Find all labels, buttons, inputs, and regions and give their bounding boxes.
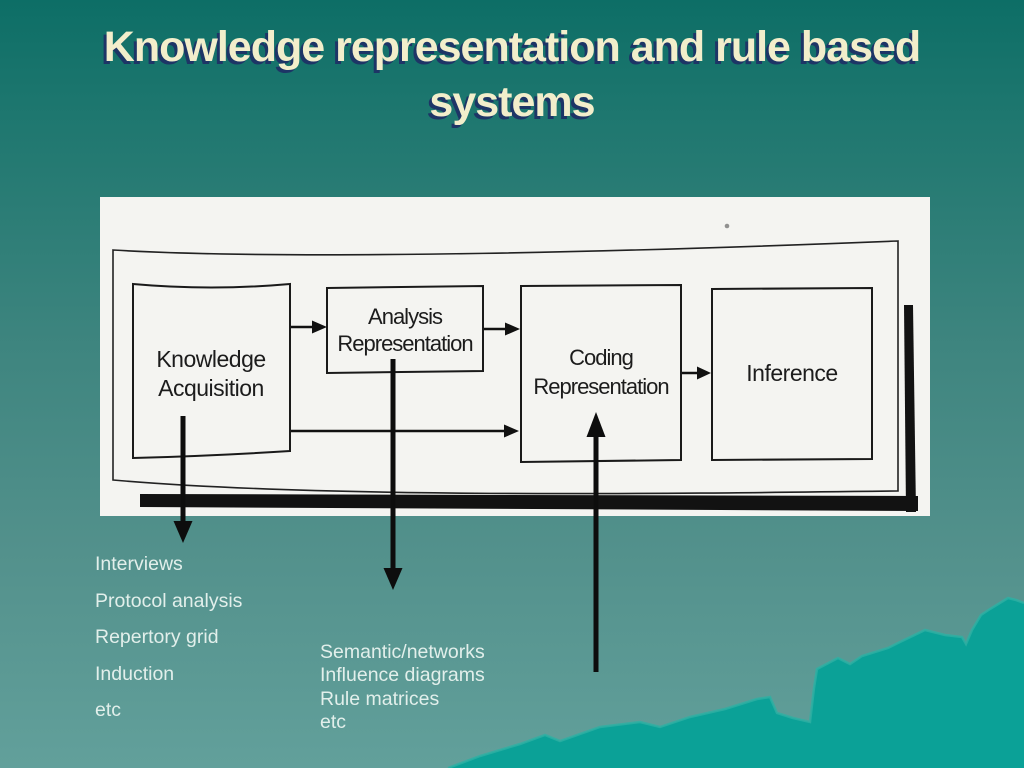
box-inference — [711, 286, 873, 462]
arrow-ka-bypass-to-coding — [291, 424, 519, 438]
list-item: Influence diagrams — [320, 664, 485, 687]
shadow-bar-horizontal — [140, 494, 918, 511]
label-coding: Coding — [569, 345, 633, 370]
arrow-analysis-to-coding — [484, 322, 520, 336]
slide-title: Knowledge representation and rule based … — [0, 20, 1024, 130]
list-item: Protocol analysis — [95, 589, 243, 612]
shadow-bar-vertical — [904, 305, 916, 512]
list-item: Induction — [95, 662, 175, 685]
label-knowledge: Knowledge — [156, 346, 265, 372]
title-line-1: Knowledge representation and rule based — [103, 23, 921, 71]
scanned-diagram: Knowledge Acquisition Analysis Represent… — [100, 197, 930, 516]
list-item: etc — [320, 711, 347, 734]
box-coding-representation — [520, 283, 682, 464]
list-item: Repertory grid — [95, 626, 219, 649]
arrow-coding-to-inference — [682, 366, 711, 380]
mountain-ridge-highlight — [447, 596, 1024, 768]
arrow-ka-to-analysis — [291, 320, 327, 334]
diagram-outer-frame — [112, 240, 899, 495]
title-line-2: systems — [429, 78, 595, 126]
label-acquisition: Acquisition — [158, 375, 264, 401]
label-coding-representation: Representation — [533, 374, 668, 399]
box-knowledge-acquisition — [132, 282, 291, 460]
analysis-representation-forms-list: Semantic/networks Influence diagrams Rul… — [320, 641, 485, 735]
list-item: etc — [95, 699, 122, 722]
list-item: Rule matrices — [320, 687, 440, 710]
label-inference: Inference — [746, 360, 837, 386]
list-item: Semantic/networks — [320, 641, 485, 663]
list-item: Interviews — [95, 553, 183, 575]
mountain-shape — [448, 598, 1024, 768]
box-analysis-representation — [326, 284, 484, 375]
mountain-graphic — [447, 596, 1024, 768]
scan-speck — [724, 223, 730, 229]
knowledge-acquisition-methods-list: Interviews Protocol analysis Repertory g… — [95, 546, 242, 729]
label-analysis: Analysis — [368, 304, 443, 329]
label-analysis-representation: Representation — [337, 331, 472, 356]
